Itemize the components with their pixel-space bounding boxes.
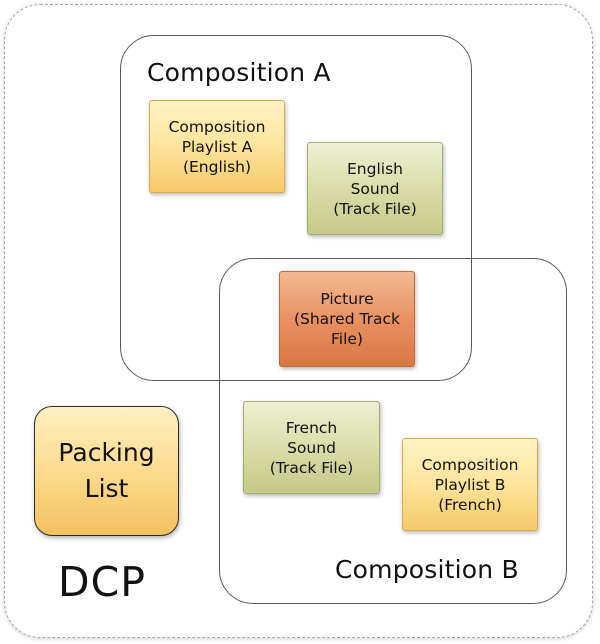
french-sound-line-3: (Track File) xyxy=(269,458,354,477)
packing-list-line-1: Packing xyxy=(58,438,155,467)
french-sound-box: French Sound (Track File) xyxy=(243,401,380,494)
picture-line-3: File) xyxy=(331,330,363,348)
composition-b-group xyxy=(219,258,567,604)
english-sound-line-2: Sound xyxy=(350,179,400,198)
playlist-a-line-2: Playlist A xyxy=(181,137,253,156)
composition-a-title: Composition A xyxy=(147,58,331,87)
composition-a-group xyxy=(120,35,472,381)
picture-line-2: (Shared Track xyxy=(293,310,401,328)
composition-playlist-b-box: Composition Playlist B (French) xyxy=(402,438,538,531)
french-sound-line-1: French xyxy=(285,418,338,437)
playlist-a-line-3: (English) xyxy=(182,157,252,176)
picture-shared-track-box: Picture (Shared Track File) xyxy=(279,271,415,367)
english-sound-line-1: English xyxy=(347,159,403,178)
playlist-b-line-2: Playlist B xyxy=(434,475,506,494)
playlist-a-line-1: Composition xyxy=(168,117,266,136)
english-sound-box: English Sound (Track File) xyxy=(307,142,443,235)
english-sound-line-3: (Track File) xyxy=(333,199,417,218)
composition-playlist-a-box: Composition Playlist A (English) xyxy=(149,100,285,193)
composition-b-title: Composition B xyxy=(335,555,519,584)
packing-list-box: Packing List xyxy=(34,406,179,536)
french-sound-line-2: Sound xyxy=(287,438,336,457)
playlist-b-line-3: (French) xyxy=(438,495,502,514)
picture-line-1: Picture xyxy=(320,290,374,308)
playlist-b-line-1: Composition xyxy=(421,455,519,474)
packing-list-line-2: List xyxy=(84,474,129,503)
dcp-label: DCP xyxy=(58,558,146,606)
